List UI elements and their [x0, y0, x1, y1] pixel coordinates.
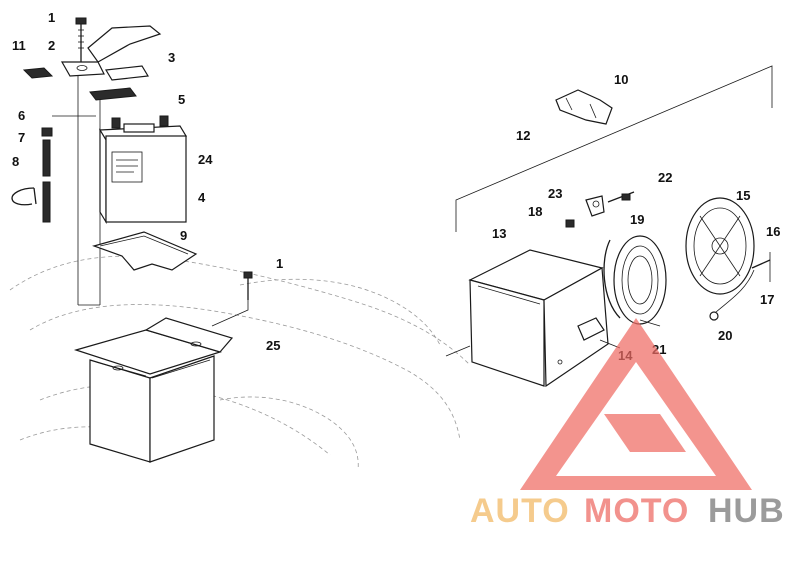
callout-8: 8 — [12, 154, 19, 169]
callout-22: 22 — [658, 170, 672, 185]
callout-7: 7 — [18, 130, 25, 145]
battery-box-part-25 — [73, 317, 234, 463]
callout-1-lower: 1 — [276, 256, 283, 271]
callout-24: 24 — [198, 152, 213, 167]
vehicle-outline — [9, 255, 471, 471]
ref-line — [211, 300, 249, 327]
pad-part-3 — [89, 65, 149, 101]
pad-part-11 — [22, 67, 54, 79]
bolt-part-1-lower — [243, 271, 253, 300]
battery-part-4 — [98, 115, 188, 225]
hold-down-bracket-part-2 — [60, 25, 162, 77]
callout-3: 3 — [168, 50, 175, 65]
sealing-ring-part-19 — [613, 235, 667, 325]
fitting-part-10 — [555, 89, 613, 125]
callout-16: 16 — [766, 224, 780, 239]
callout-9: 9 — [180, 228, 187, 243]
callout-6: 6 — [18, 108, 25, 123]
clamp-part-23 — [585, 195, 605, 217]
callout-20: 20 — [718, 328, 732, 343]
wire-part-16 — [709, 252, 771, 321]
callout-15: 15 — [736, 188, 750, 203]
callout-17: 17 — [760, 292, 774, 307]
callout-1-top: 1 — [48, 10, 55, 25]
cap-part-14 — [577, 317, 605, 341]
callout-10: 10 — [614, 72, 628, 87]
headlight-housing-part-13 — [468, 249, 609, 388]
nut-part-18 — [565, 219, 575, 228]
ref-line — [445, 345, 471, 357]
bolt-part-22 — [607, 191, 635, 203]
group-bracket-part-12 — [455, 65, 773, 232]
vent-tube-part-7 — [42, 139, 51, 223]
headlamp-lens-part-15 — [685, 197, 755, 295]
watermark-text-moto: MOTO — [584, 492, 689, 530]
callout-2: 2 — [48, 38, 55, 53]
callout-4: 4 — [198, 190, 206, 205]
bolt-part-1 — [75, 17, 87, 62]
callout-23: 23 — [548, 186, 562, 201]
watermark-text-hub: HUB — [708, 492, 785, 530]
callout-18: 18 — [528, 204, 542, 219]
retaining-ring-part-21 — [603, 239, 661, 327]
watermark-text: AUTO MOTO HUB — [470, 492, 785, 530]
rubber-mat-part-9 — [92, 231, 198, 271]
vent-cap-part-6 — [41, 127, 53, 137]
callout-12: 12 — [516, 128, 530, 143]
callout-5: 5 — [178, 92, 185, 107]
watermark-logo — [520, 318, 752, 490]
callout-11: 11 — [12, 38, 26, 53]
clip-part-8 — [11, 187, 37, 206]
callout-25: 25 — [266, 338, 280, 353]
callout-19: 19 — [630, 212, 644, 227]
watermark-text-auto: AUTO — [470, 492, 570, 530]
callout-13: 13 — [492, 226, 506, 241]
